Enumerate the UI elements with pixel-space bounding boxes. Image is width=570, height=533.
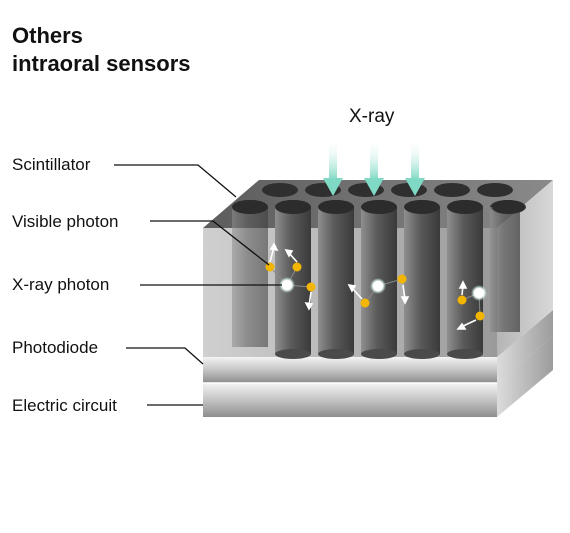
svg-text:Electric circuit: Electric circuit <box>12 396 117 415</box>
visible-photon-dot <box>292 262 302 272</box>
visible-photon-dot <box>397 274 407 284</box>
label-electric-circuit: Electric circuit <box>12 396 203 415</box>
svg-text:Photodiode: Photodiode <box>12 338 98 357</box>
xray-photon-dot <box>471 285 487 301</box>
xray-arrows <box>323 138 425 196</box>
xray-photon-dot <box>370 278 386 294</box>
xray-photon-dot <box>279 277 295 293</box>
photon-group-3 <box>456 280 487 330</box>
photodiode-layer <box>203 310 553 384</box>
title-line-2: intraoral sensors <box>12 51 191 76</box>
photon-group-2 <box>347 274 410 308</box>
xray-arrow-2 <box>364 138 384 196</box>
scintillator-block <box>203 180 553 359</box>
visible-photon-dot <box>360 298 370 308</box>
visible-photon-dot <box>475 311 485 321</box>
svg-text:Scintillator: Scintillator <box>12 155 91 174</box>
visible-photon-dot <box>306 282 316 292</box>
xray-label: X-ray <box>349 106 395 127</box>
label-visible-photon: Visible photon <box>12 212 270 266</box>
label-scintillator: Scintillator <box>12 155 237 198</box>
xray-arrow-3 <box>405 138 425 196</box>
svg-text:Visible photon: Visible photon <box>12 212 119 231</box>
label-xray-photon: X-ray photon <box>12 275 282 294</box>
xray-arrow-1 <box>323 138 343 196</box>
svg-text:X-ray photon: X-ray photon <box>12 275 109 294</box>
label-photodiode: Photodiode <box>12 338 204 365</box>
page-title: Others intraoral sensors <box>12 22 191 78</box>
title-line-1: Others <box>12 23 83 48</box>
visible-photon-dot <box>457 295 467 305</box>
